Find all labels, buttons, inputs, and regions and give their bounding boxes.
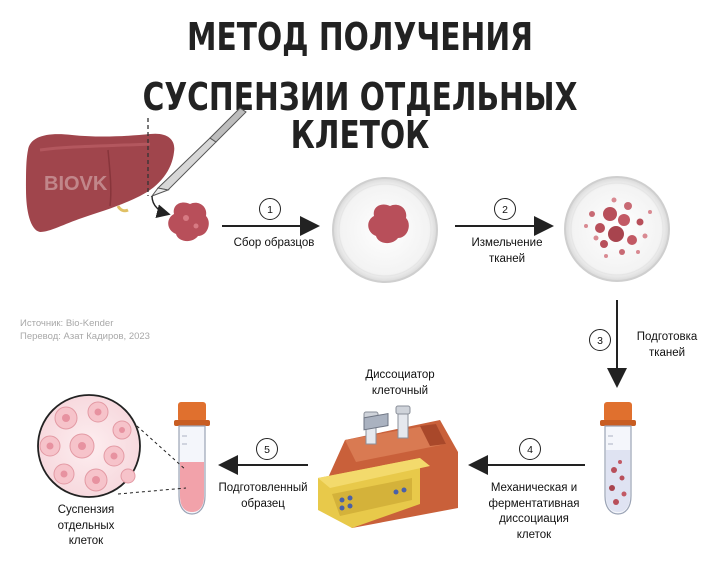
step-number-5: 5 bbox=[256, 438, 278, 460]
tube-tissue-icon bbox=[600, 402, 636, 515]
step-label-1: Сбор образцов bbox=[233, 237, 315, 249]
step-label-2: Измельчение тканей bbox=[455, 236, 559, 267]
step-label-4-line-1: Механическая и bbox=[490, 482, 578, 494]
title-line-2: СУСПЕНЗИИ ОТДЕЛЬНЫХ КЛЕТОК bbox=[142, 75, 578, 157]
device-label: Диссоциатор клеточный bbox=[340, 368, 460, 399]
result-label-line-3: клеток bbox=[68, 535, 104, 548]
source-credit: Источник: Bio-Kender Перевод: Азат Кадир… bbox=[20, 317, 150, 344]
tube-sample-icon bbox=[174, 402, 210, 515]
sample-arrow bbox=[151, 195, 171, 219]
step-label-4-line-3: диссоциация bbox=[499, 513, 569, 526]
zoom-line-top bbox=[127, 417, 187, 471]
device-label-line-1: Диссоциатор bbox=[365, 369, 435, 381]
step-label-3-line-1: Подготовка bbox=[636, 331, 698, 343]
tissue-sample-icon bbox=[168, 202, 209, 242]
step-label-3-line-2: тканей bbox=[648, 346, 686, 359]
step-number-2: 2 bbox=[494, 198, 516, 220]
step-label-4-line-2: ферментативная bbox=[488, 497, 580, 510]
step-label-2-line-1: Измельчение bbox=[471, 237, 543, 249]
step-label-4: Механическая и ферментативная диссоциаци… bbox=[472, 481, 596, 543]
source-line-1: Источник: Bio-Kender bbox=[20, 318, 114, 329]
step-label-3: Подготовка тканей bbox=[622, 330, 712, 361]
watermark-text: BIOVK bbox=[44, 173, 108, 195]
result-label: Суспензия отдельных клеток bbox=[36, 503, 136, 550]
step-number-1: 1 bbox=[259, 198, 281, 220]
step-label-5-line-1: Подготовленный bbox=[218, 482, 308, 494]
step-label-5: Подготовленный образец bbox=[208, 481, 318, 512]
minced-tissue-dish-icon bbox=[564, 176, 670, 282]
petri-dish-icon bbox=[332, 177, 438, 283]
title-line-1: МЕТОД ПОЛУЧЕНИЯ bbox=[186, 15, 533, 59]
step-label-4-line-4: клеток bbox=[516, 528, 552, 541]
result-label-line-2: отдельных bbox=[57, 519, 115, 532]
source-line-2: Перевод: Азат Кадиров, 2023 bbox=[20, 331, 150, 343]
zoom-line-bottom bbox=[117, 487, 187, 495]
liver-icon: BIOVK bbox=[26, 133, 175, 232]
cell-dissociator-icon bbox=[318, 405, 458, 528]
device-label-line-2: клеточный bbox=[371, 384, 429, 397]
step-label-5-line-2: образец bbox=[241, 497, 285, 510]
step-number-3: 3 bbox=[589, 329, 611, 351]
step-label-2-line-2: тканей bbox=[488, 252, 526, 265]
step-number-4: 4 bbox=[519, 438, 541, 460]
single-cell-suspension-icon bbox=[37, 394, 141, 498]
scalpel-icon bbox=[150, 107, 247, 198]
result-label-line-1: Суспензия bbox=[57, 504, 115, 516]
